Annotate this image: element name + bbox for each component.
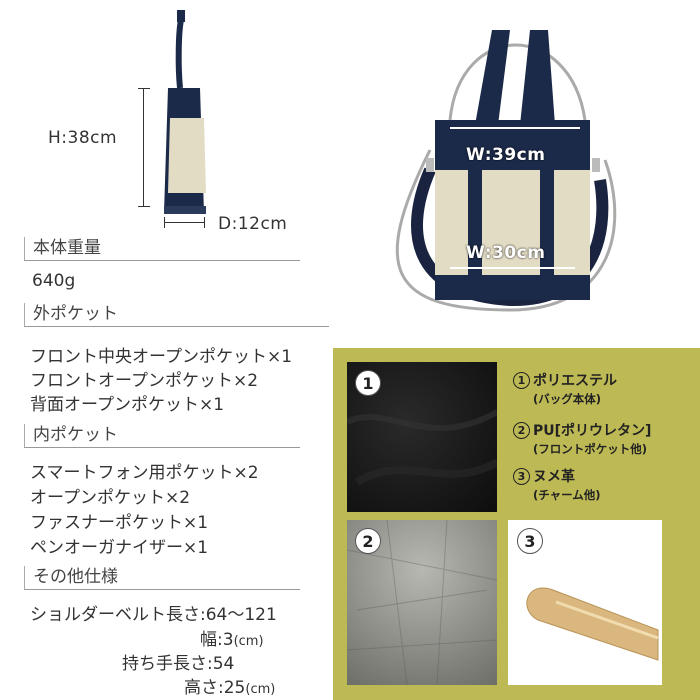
belt-width-label: 幅: (200, 630, 223, 650)
width-top-label: W:39cm (466, 145, 546, 165)
fabric-texture-icon (347, 409, 497, 486)
handle-height-row: 高さ:25(cm) (184, 673, 275, 698)
height-dimension-line (143, 88, 144, 206)
handle-length-row: 持ち手長さ:54 (122, 649, 234, 674)
height-tick-top (138, 88, 150, 89)
handle-length-value: 54 (212, 654, 235, 674)
inner-pocket-heading: 内ポケット (24, 424, 300, 448)
bag-front-view-image (395, 30, 617, 312)
shoulder-belt-label: ショルダーベルト長さ: (30, 605, 206, 625)
belt-width-row: 幅:3(cm) (200, 625, 264, 650)
inner-pocket-item: スマートフォン用ポケット×2 (30, 463, 259, 483)
depth-dimension-line (164, 222, 204, 223)
outer-pocket-item: フロントオープンポケット×2 (30, 371, 259, 391)
bag-side-view-image (164, 10, 206, 214)
swatch-2-badge: 2 (355, 528, 381, 554)
shoulder-belt-value: 64〜121 (205, 605, 277, 625)
outer-pocket-item: フロント中央オープンポケット×1 (30, 347, 293, 367)
width-bottom-label: W:30cm (466, 243, 546, 263)
depth-label: D:12cm (218, 214, 288, 234)
handle-height-unit: (cm) (245, 682, 276, 697)
swatch-3-badge: 3 (517, 528, 543, 554)
shoulder-belt-row: ショルダーベルト長さ:64〜121 (30, 600, 277, 625)
outer-pocket-heading: 外ポケット (24, 303, 329, 327)
height-label: H:38cm (48, 128, 118, 148)
other-spec-heading: その他仕様 (24, 566, 300, 590)
leather-texture-icon (347, 520, 497, 685)
inner-pocket-item: ペンオーガナイザー×1 (30, 538, 209, 558)
material-1-note: (バッグ本体) (533, 392, 602, 406)
depth-tick-left (164, 217, 165, 228)
inner-pocket-item: ファスナーポケット×1 (30, 513, 209, 533)
weight-value: 640g (32, 271, 76, 291)
swatch-1-badge: 1 (355, 370, 381, 396)
belt-width-value: 3 (222, 630, 234, 650)
handle-height-value: 25 (223, 678, 246, 698)
weight-heading: 本体重量 (24, 237, 300, 261)
handle-height-label: 高さ: (184, 678, 224, 698)
material-2-note: (フロントポケット他) (533, 442, 648, 456)
handle-length-label: 持ち手長さ: (122, 654, 213, 674)
inner-pocket-item: オープンポケット×2 (30, 488, 191, 508)
outer-pocket-item: 背面オープンポケット×1 (30, 395, 225, 415)
height-tick-bottom (138, 206, 150, 207)
leather-strap-icon (526, 587, 659, 661)
depth-tick-right (204, 217, 205, 228)
material-3-note: (チャーム他) (533, 488, 601, 502)
belt-width-unit: (cm) (233, 634, 264, 649)
